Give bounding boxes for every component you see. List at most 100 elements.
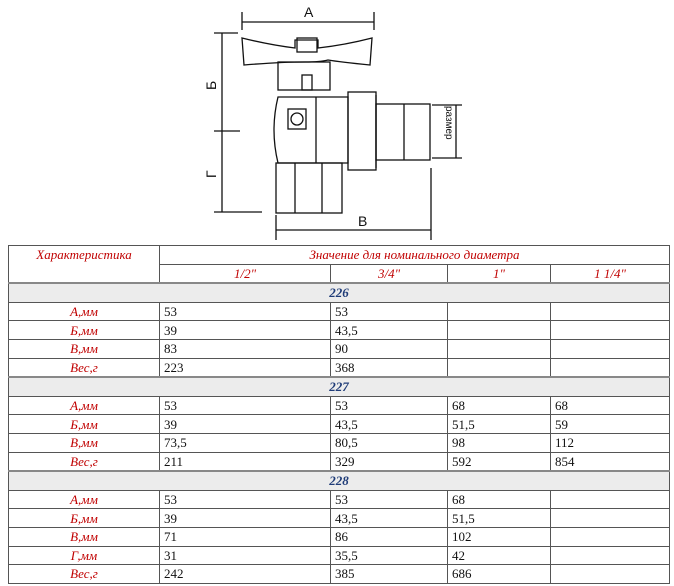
row-label: В,мм bbox=[8, 526, 160, 547]
cell-value: 68 bbox=[447, 489, 551, 510]
row-label: А,мм bbox=[8, 489, 160, 510]
cell-value: 211 bbox=[159, 451, 331, 472]
cell-value: 68 bbox=[550, 395, 670, 416]
cell-value: 102 bbox=[447, 526, 551, 547]
cell-value: 73,5 bbox=[159, 432, 331, 453]
header-diameter: 1 1/4" bbox=[550, 263, 670, 284]
cell-value bbox=[447, 320, 551, 340]
cell-value: 242 bbox=[159, 564, 331, 584]
cell-value bbox=[550, 508, 670, 528]
cell-value bbox=[550, 564, 670, 584]
group-row: 228 bbox=[8, 470, 670, 491]
header-characteristic: Характеристика bbox=[8, 245, 160, 284]
cell-value bbox=[447, 338, 551, 359]
cell-value: 43,5 bbox=[330, 320, 448, 340]
group-model: 226 bbox=[8, 282, 670, 303]
group-model: 227 bbox=[8, 376, 670, 397]
cell-value: 53 bbox=[159, 489, 331, 510]
cell-value: 385 bbox=[330, 564, 448, 584]
row-label: Б,мм bbox=[8, 320, 160, 340]
cell-value bbox=[447, 301, 551, 322]
cell-value: 53 bbox=[330, 395, 448, 416]
cell-value bbox=[550, 338, 670, 359]
cell-value bbox=[550, 320, 670, 340]
cell-value: 53 bbox=[330, 489, 448, 510]
cell-value bbox=[550, 489, 670, 510]
cell-value: 39 bbox=[159, 320, 331, 340]
cell-value: 90 bbox=[330, 338, 448, 359]
cell-value: 39 bbox=[159, 414, 331, 434]
cell-value: 31 bbox=[159, 545, 331, 566]
cell-value: 53 bbox=[159, 301, 331, 322]
dim-label-a: А bbox=[304, 4, 314, 20]
cell-value: 71 bbox=[159, 526, 331, 547]
row-label: А,мм bbox=[8, 301, 160, 322]
cell-value: 83 bbox=[159, 338, 331, 359]
dim-label-v: В bbox=[358, 213, 367, 229]
dim-label-b: Б bbox=[203, 81, 219, 90]
header-diameter: 1/2" bbox=[159, 263, 331, 284]
cell-value: 80,5 bbox=[330, 432, 448, 453]
valve-body bbox=[241, 37, 431, 214]
header-value: Значение для номинального диаметра bbox=[159, 245, 670, 265]
cell-value: 112 bbox=[550, 432, 670, 453]
group-row: 227 bbox=[8, 376, 670, 397]
cell-value: 686 bbox=[447, 564, 551, 584]
cell-value: 35,5 bbox=[330, 545, 448, 566]
cell-value: 329 bbox=[330, 451, 448, 472]
dim-label-size: размер bbox=[443, 106, 454, 140]
cell-value bbox=[550, 301, 670, 322]
cell-value: 53 bbox=[330, 301, 448, 322]
row-label: Вес,г bbox=[8, 357, 160, 378]
header-diameter: 3/4" bbox=[330, 263, 448, 284]
row-label: Б,мм bbox=[8, 508, 160, 528]
row-label: Вес,г bbox=[8, 451, 160, 472]
group-row: 226 bbox=[8, 282, 670, 303]
cell-value: 39 bbox=[159, 508, 331, 528]
dim-label-g: Г bbox=[203, 170, 219, 178]
valve-diagram: А В Б Г размер bbox=[203, 4, 462, 240]
cell-value bbox=[447, 357, 551, 378]
cell-value: 592 bbox=[447, 451, 551, 472]
cell-value: 68 bbox=[447, 395, 551, 416]
cell-value: 43,5 bbox=[330, 414, 448, 434]
row-label: Г,мм bbox=[8, 545, 160, 566]
cell-value: 98 bbox=[447, 432, 551, 453]
cell-value: 42 bbox=[447, 545, 551, 566]
row-label: В,мм bbox=[8, 338, 160, 359]
cell-value: 854 bbox=[550, 451, 670, 472]
cell-value bbox=[550, 545, 670, 566]
cell-value: 368 bbox=[330, 357, 448, 378]
row-label: Вес,г bbox=[8, 564, 160, 584]
cell-value: 223 bbox=[159, 357, 331, 378]
row-label: В,мм bbox=[8, 432, 160, 453]
cell-value: 53 bbox=[159, 395, 331, 416]
group-model: 228 bbox=[8, 470, 670, 491]
cell-value bbox=[550, 357, 670, 378]
row-label: А,мм bbox=[8, 395, 160, 416]
cell-value: 51,5 bbox=[447, 508, 551, 528]
cell-value: 51,5 bbox=[447, 414, 551, 434]
row-label: Б,мм bbox=[8, 414, 160, 434]
cell-value bbox=[550, 526, 670, 547]
cell-value: 59 bbox=[550, 414, 670, 434]
cell-value: 43,5 bbox=[330, 508, 448, 528]
header-diameter: 1" bbox=[447, 263, 551, 284]
cell-value: 86 bbox=[330, 526, 448, 547]
dimension-lines bbox=[214, 12, 462, 240]
